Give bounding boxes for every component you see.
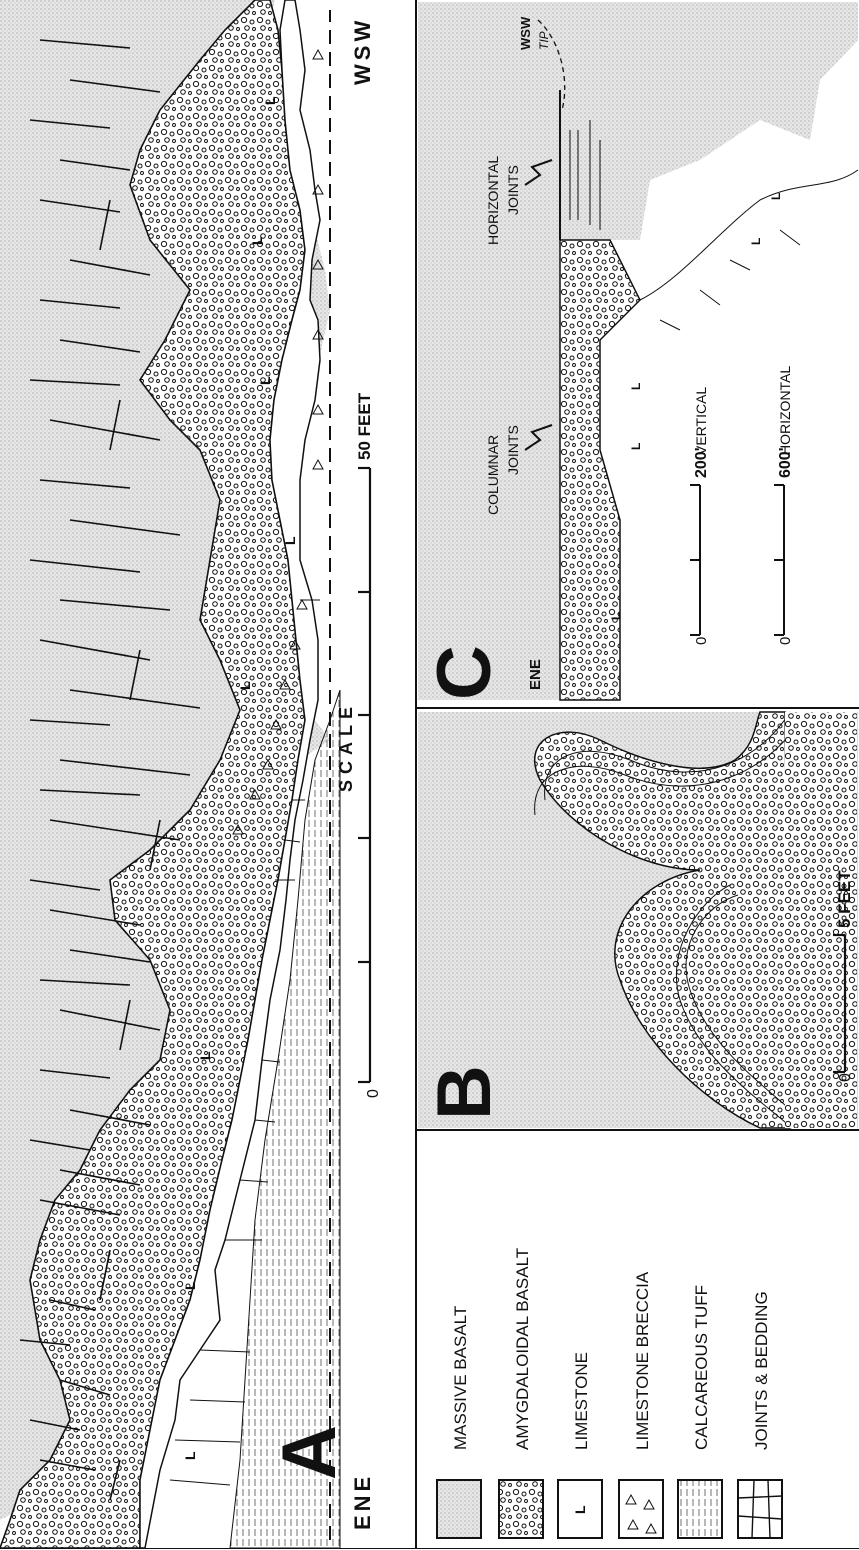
svg-text:L: L — [749, 238, 763, 245]
panel-a-scale-max: 50 FEET — [355, 392, 374, 460]
panel-c-horizontal-1: HORIZONTAL — [485, 156, 501, 245]
panel-c-hscale-label: HORIZONTAL — [777, 366, 793, 455]
svg-text:L: L — [257, 376, 273, 385]
svg-text:L: L — [629, 383, 643, 390]
legend: MASSIVE BASALT AMYGDALOIDAL BASALT L LIMEST… — [418, 1132, 858, 1546]
panel-a-dir-left: ENE — [350, 1473, 375, 1530]
panel-c-horizontal-2: JOINTS — [505, 165, 521, 215]
panel-c-tip-label: TIP — [537, 31, 551, 50]
panel-a-letter: A — [267, 1425, 352, 1480]
massive-basalt-pattern — [437, 1480, 481, 1538]
legend-label: AMYGDALOIDAL BASALT — [513, 1248, 532, 1450]
svg-text:L: L — [629, 443, 643, 450]
svg-text:L: L — [262, 96, 278, 105]
legend-label: JOINTS & BEDDING — [752, 1291, 771, 1450]
joints-bedding-pattern — [738, 1480, 782, 1538]
legend-label: CALCAREOUS TUFF — [692, 1285, 711, 1450]
limestone-breccia-pattern — [619, 1480, 663, 1538]
svg-text:L: L — [182, 1451, 198, 1460]
panel-c-hscale-zero: 0 — [777, 637, 794, 645]
panel-a-scale-zero: 0 — [365, 1089, 382, 1098]
panel-a-scale-label: SCALE — [336, 701, 356, 792]
panel-c-columnar-1: COLUMNAR — [485, 435, 501, 515]
panel-c-letter: C — [422, 645, 507, 700]
svg-text:L: L — [282, 536, 298, 545]
panel-c-vscale-label: VERTICAL — [693, 387, 709, 455]
amygdaloidal-basalt-pattern — [499, 1480, 543, 1538]
calcareous-tuff-pattern — [678, 1480, 722, 1538]
panel-b-letter: B — [422, 1065, 507, 1120]
svg-text:L: L — [182, 1281, 198, 1290]
svg-text:L: L — [237, 681, 253, 690]
panel-c-dir-left: ENE — [527, 659, 544, 690]
panel-c-vscale-zero: 0 — [693, 637, 710, 645]
svg-text:L: L — [197, 1051, 213, 1060]
panel-c-columnar-2: JOINTS — [505, 425, 521, 475]
panel-c-dir-right: WSW — [518, 16, 533, 50]
limestone-swatch-marker: L — [572, 1505, 588, 1514]
legend-label: LIMESTONE — [572, 1352, 591, 1450]
legend-label: MASSIVE BASALT — [451, 1306, 470, 1450]
panel-a-dir-right: WSW — [350, 17, 375, 85]
svg-text:L: L — [609, 613, 623, 620]
legend-label: LIMESTONE BRECCIA — [633, 1271, 652, 1450]
panel-b-scale-max: 5 FEET — [835, 870, 854, 928]
svg-text:L: L — [249, 236, 265, 245]
panel-b: B 0 5 FEET — [418, 710, 858, 1128]
panel-b-scale-zero: 0 — [837, 1073, 854, 1082]
svg-text:L: L — [769, 193, 783, 200]
